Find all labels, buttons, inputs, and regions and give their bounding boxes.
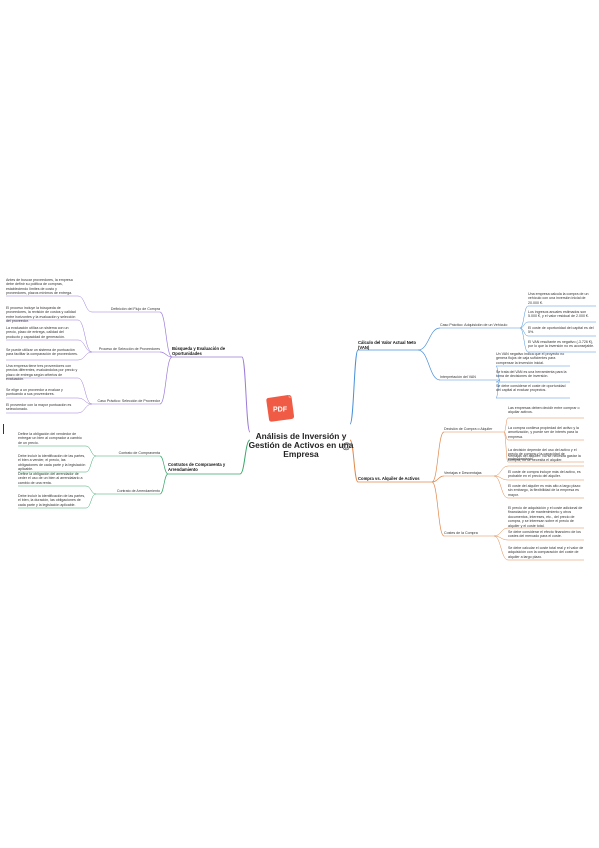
subtopic-label[interactable]: Caso Práctico: Adquisición de un Vehícul… — [440, 323, 508, 327]
connector-line — [431, 481, 445, 537]
subtopic-label[interactable]: Decisión de Compra o Alquiler — [444, 427, 493, 431]
leaf-text[interactable]: El proceso incluye la búsqueda de provee… — [6, 306, 76, 324]
connector-line — [495, 365, 501, 381]
connector-line — [431, 475, 445, 483]
leaf-text[interactable]: Se puede utilizar un sistema de puntuaci… — [6, 348, 78, 357]
leaf-text[interactable]: Se debe considerar el coste de oportunid… — [496, 384, 566, 393]
connector-line — [495, 379, 501, 399]
connector-line — [349, 349, 359, 425]
connector-line — [493, 535, 509, 541]
leaf-text[interactable]: El proveedor con la mayor puntuación es … — [6, 403, 72, 412]
leaf-text[interactable]: El coste de oportunidad del capital es d… — [528, 326, 594, 335]
leaf-text[interactable]: Una empresa calcula la compra de un vehí… — [528, 292, 589, 305]
connector-line — [77, 403, 93, 414]
connector-line — [85, 485, 97, 495]
leaf-text[interactable]: Debe incluir la identificación de las pa… — [18, 494, 86, 507]
connector-line — [493, 527, 509, 537]
subtopic-label[interactable]: Ventajas e Desventajas — [444, 471, 482, 475]
connector-line — [159, 351, 173, 358]
connector-line — [239, 439, 251, 475]
subtopic-label[interactable]: Contrato de Arrendamiento — [116, 489, 160, 493]
branch-title[interactable]: Búsqueda y Evaluación de Oportunidades — [172, 346, 226, 356]
leaf-text[interactable]: Define la obligación del vendedor de ent… — [18, 432, 82, 445]
connector-line — [519, 321, 529, 329]
connector-line — [493, 475, 509, 481]
pdf-file-icon[interactable]: PDF — [264, 392, 298, 422]
connector-line — [77, 397, 93, 405]
connector-line — [519, 305, 529, 329]
leaf-text[interactable]: Se trata del VAN es una herramienta para… — [496, 370, 567, 379]
leaf-text[interactable]: La decisión depende del uso del activo y… — [508, 448, 577, 461]
leaf-text[interactable]: El coste de compra incluye más del activ… — [508, 470, 581, 479]
subtopic-label[interactable]: Interpretación del VAN — [440, 375, 476, 379]
connector-line — [77, 295, 93, 313]
pdf-badge-label: PDF — [273, 407, 288, 414]
leaf-text[interactable]: Las empresas deben decidir entre comprar… — [508, 406, 580, 415]
connector-line — [519, 327, 529, 353]
subtopic-label[interactable]: Proceso de Selección de Proveedores — [98, 347, 160, 351]
connector-line — [493, 475, 509, 499]
connector-line — [85, 455, 97, 473]
connector-line — [417, 349, 441, 381]
connector-line — [77, 351, 93, 361]
connector-line — [503, 431, 509, 441]
connector-line — [159, 473, 169, 495]
connector-line — [159, 311, 173, 358]
connector-line — [77, 339, 93, 353]
leaf-text[interactable]: El VAN resultante es negativo (-3.726 €)… — [528, 340, 595, 349]
leaf-text[interactable]: Define la obligación del arrendador de c… — [18, 472, 83, 485]
edge-marker — [3, 424, 4, 434]
connector-line — [159, 356, 173, 405]
subtopic-label[interactable]: Definición del Flujo de Compra — [110, 307, 160, 311]
connector-line — [85, 445, 97, 457]
connector-line — [503, 417, 509, 433]
leaf-text[interactable]: La compra conlleva propiedad del activo … — [508, 426, 579, 439]
leaf-text[interactable]: Debe incluir la identificación de las pa… — [18, 454, 86, 472]
connector-line — [241, 356, 251, 433]
connector-line — [77, 319, 93, 353]
subtopic-label[interactable]: Costes de la Compra — [444, 531, 478, 535]
leaf-text[interactable]: Se debe calcular el coste total real y e… — [508, 546, 584, 559]
at-icon: @ — [342, 441, 351, 451]
connector-line — [493, 535, 509, 561]
leaf-text[interactable]: Un VAN negativo indica que el proyecto n… — [496, 352, 565, 365]
subtopic-label[interactable]: Contrato de Compraventa — [118, 451, 160, 455]
leaf-text[interactable]: Una empresa tiene tres proveedores con p… — [6, 364, 78, 382]
leaf-text[interactable]: Ventajas del alquiler: No se necesita ga… — [508, 454, 581, 463]
leaf-text[interactable]: El precio de adquisición y el coste adic… — [508, 506, 583, 528]
connector-line — [159, 455, 169, 475]
subtopic-label[interactable]: Caso Práctico: Selección de Proveedor — [97, 399, 160, 403]
leaf-text[interactable]: El coste del alquiler es más alto a larg… — [508, 484, 582, 497]
leaf-text[interactable]: Se debe considerar el efecto financiero … — [508, 530, 581, 539]
connector-line — [431, 431, 445, 483]
connector-line — [493, 465, 509, 477]
connector-line — [519, 327, 529, 337]
connector-line — [85, 493, 97, 509]
connector-line — [503, 431, 509, 463]
connector-line — [349, 439, 359, 483]
branch-title[interactable]: Contratos de Compraventa y Arrendamiento — [168, 462, 226, 472]
leaf-text[interactable]: Antes de buscar proveedores, la empresa … — [6, 278, 73, 296]
branch-title[interactable]: Compra vs. Alquiler de Activos — [358, 476, 420, 481]
connector-line — [77, 377, 93, 405]
branch-title[interactable]: Cálculo del Valor Actual Neto (VAN) — [358, 340, 417, 350]
leaf-text[interactable]: La evaluación utiliza un sistema con un … — [6, 326, 69, 339]
connector-line — [495, 379, 501, 383]
central-topic-title[interactable]: Análisis de Inversión y Gestión de Activ… — [248, 431, 354, 460]
connector-line — [417, 327, 441, 351]
leaf-text[interactable]: Los ingresos anuales estimados son 5.000… — [528, 310, 589, 319]
leaf-text[interactable]: Se elige a un proveedor a evaluar y punt… — [6, 388, 63, 397]
